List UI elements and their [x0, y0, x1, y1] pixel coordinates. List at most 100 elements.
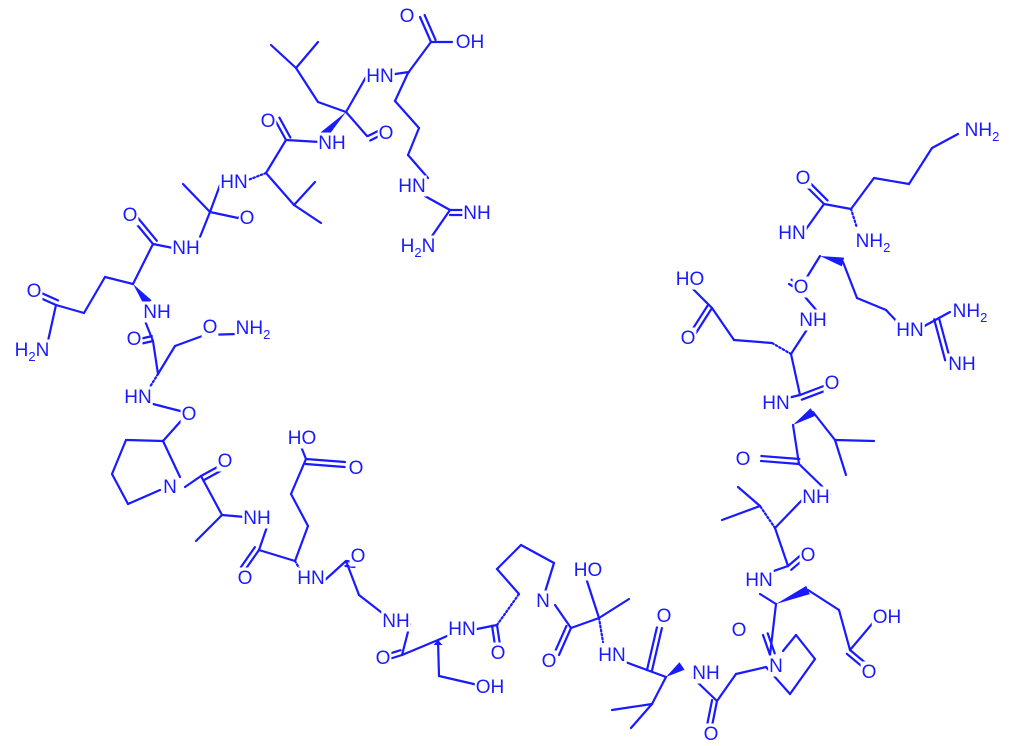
carbonyl-o-label: O [261, 111, 276, 132]
single-bond [597, 597, 631, 620]
label-background [895, 319, 925, 341]
single-bond [208, 210, 240, 220]
carboxylic-acid-oh-label: OH [456, 32, 485, 53]
amide-nh-label: NH [692, 663, 719, 684]
label-background [572, 559, 604, 581]
single-bond [316, 100, 348, 114]
single-bond [294, 66, 320, 104]
carbonyl-o-label: O [240, 208, 255, 229]
bond-lines [36, 13, 960, 730]
double-bond [495, 623, 502, 647]
single-bond [837, 608, 852, 652]
single-bond [519, 543, 556, 565]
single-bond [791, 423, 801, 466]
label-background [799, 544, 817, 566]
single-bond [715, 672, 738, 703]
single-bond [110, 438, 128, 476]
single-bond [151, 242, 175, 250]
single-bond [907, 146, 934, 186]
label-background [454, 31, 486, 53]
single-bond [143, 319, 155, 343]
double-bond [690, 304, 709, 332]
single-bond [393, 71, 410, 103]
label-background [317, 132, 347, 154]
label-background [238, 207, 256, 229]
label-background [125, 328, 143, 350]
label-background [535, 590, 551, 612]
single-bond [124, 438, 165, 443]
carbonyl-o-label: O [796, 168, 811, 189]
hydroxyl-oh-label: OH [476, 677, 505, 698]
double-bond [650, 627, 663, 673]
carbonyl-o-label: O [238, 568, 253, 589]
single-bond [841, 260, 859, 300]
amide-nh-label: HN [745, 570, 772, 591]
single-bond [789, 352, 802, 397]
single-bond [437, 674, 480, 687]
single-bond [294, 40, 320, 70]
single-bond [781, 633, 798, 653]
label-background [381, 610, 411, 632]
carbonyl-o-label: O [825, 373, 840, 394]
label-background [871, 606, 903, 628]
label-background [691, 662, 721, 684]
amide-nh-label: HN [124, 387, 151, 408]
single-bond [495, 543, 523, 571]
acid-o-label: O [862, 662, 877, 683]
double-bond [136, 216, 158, 242]
acid-oh-label: OH [873, 607, 902, 628]
single-bond [629, 702, 654, 730]
label-background [540, 650, 558, 672]
single-bond [773, 497, 805, 530]
label-background [219, 171, 249, 193]
single-bond [794, 633, 817, 661]
single-bond [788, 657, 817, 696]
single-bond [650, 675, 668, 706]
carbonyl-o-label: O [218, 451, 233, 472]
label-background [702, 723, 720, 745]
single-bond [400, 638, 440, 657]
amide-nh-label: HN [448, 619, 475, 640]
wedge-bond [776, 585, 810, 604]
amide-nh-label: HN [366, 66, 393, 87]
single-bond [833, 438, 876, 443]
double-bond [705, 698, 714, 727]
single-bond [802, 202, 826, 234]
single-bond [194, 513, 224, 543]
single-bond [406, 153, 430, 180]
label-background [794, 167, 812, 189]
terminal-nh2-label: NH2 [965, 120, 1000, 144]
carbonyl-o-label: O [657, 606, 672, 627]
label-background [216, 450, 234, 472]
label-background [296, 567, 326, 589]
double-bond [38, 291, 60, 302]
double-bond [645, 625, 659, 672]
single-bond [872, 176, 911, 186]
single-bond [264, 171, 296, 207]
carbonyl-o-label: O [491, 643, 506, 664]
amide-nh-label: NH [143, 302, 170, 323]
single-bond [773, 526, 790, 568]
hashed-bond [849, 207, 859, 230]
single-bond [610, 702, 654, 712]
proline-n-label: N [769, 656, 783, 677]
single-bond [199, 474, 224, 517]
single-bond [732, 338, 774, 345]
single-bond [758, 592, 778, 606]
single-bond [344, 75, 368, 114]
carbonyl-o-label: O [379, 123, 394, 144]
proline-n-label: N [536, 591, 550, 612]
single-bond [811, 410, 837, 442]
double-bond [759, 459, 801, 466]
label-background [963, 119, 1001, 144]
guanidine-nh-label: HN [398, 176, 425, 197]
single-bond [937, 310, 952, 320]
amide-nh-label: NH [802, 487, 829, 508]
double-bond [273, 118, 288, 142]
single-bond [553, 603, 573, 630]
side-amide-nh2-label: H2N [15, 340, 50, 364]
amide-nh-label: HN [598, 645, 625, 666]
single-bond [156, 344, 177, 376]
label-background [860, 661, 878, 683]
single-bond [54, 303, 86, 315]
